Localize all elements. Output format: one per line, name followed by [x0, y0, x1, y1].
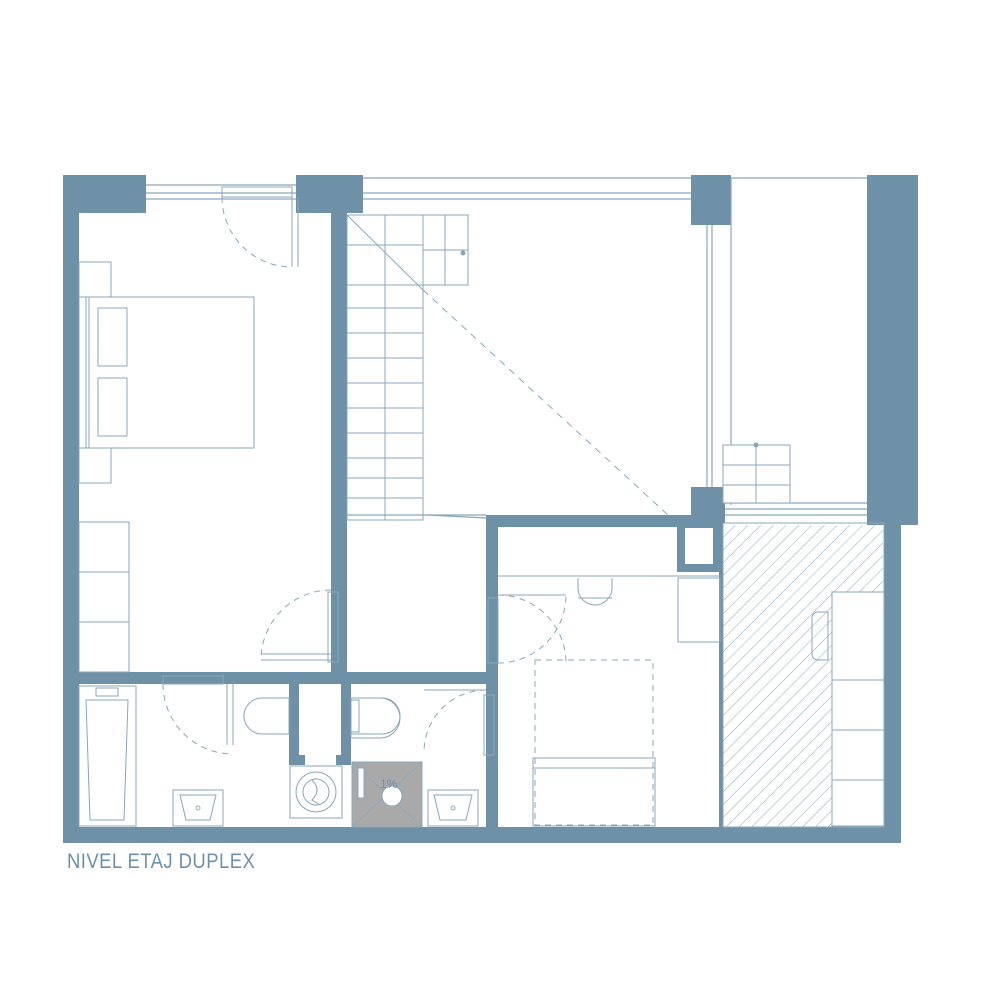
toilet-icon — [350, 697, 401, 735]
windows — [146, 177, 867, 519]
bathtub-icon — [78, 685, 137, 827]
slope-label: 1% — [380, 777, 398, 791]
chair-icon — [811, 591, 885, 827]
wardrobe — [78, 521, 130, 673]
toilet-icon — [350, 697, 401, 739]
balcony-outline — [722, 522, 885, 828]
toilet-icon — [243, 697, 290, 735]
stair-icon — [722, 442, 791, 504]
bed-icon — [78, 261, 255, 484]
sink-icon — [172, 789, 224, 827]
shower-icon: 1% — [351, 761, 423, 828]
desk — [498, 575, 721, 643]
washing-machine-icon — [289, 765, 343, 819]
bed-icon — [532, 659, 656, 827]
plan-title: NIVEL ETAJ DUPLEX — [67, 850, 256, 873]
sink-icon — [427, 789, 479, 827]
stair-icon — [346, 214, 669, 521]
door-swing-icon — [162, 186, 567, 756]
